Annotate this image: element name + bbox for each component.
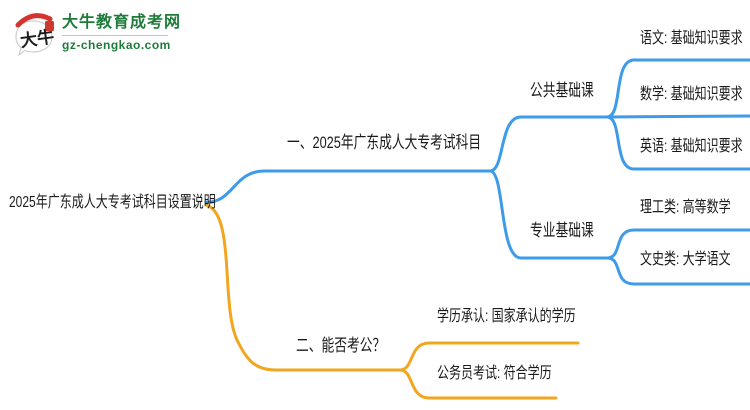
logo-divider [62, 35, 168, 36]
node-major-basic-courses-label: 专业基础课 [530, 221, 594, 240]
leaf-civil-service-exam-label: 公务员考试: 符合学历 [437, 365, 552, 382]
site-logo-link[interactable]: 大牛 大牛教育成考网 gz-chengkao.com [12, 8, 181, 58]
leaf-degree-recognition-label: 学历承认: 国家承认的学历 [437, 308, 576, 325]
leaf-chinese-label: 语文: 基础知识要求 [640, 30, 743, 47]
branch1-exam-subjects-label: 一、2025年广东成人大专考试科目 [287, 133, 482, 152]
site-name: 大牛教育成考网 [62, 14, 182, 31]
leaf-english-label: 英语: 基础知识要求 [640, 138, 743, 155]
daniu-logo-icon: 大牛 [15, 13, 55, 57]
root-node-label: 2025年广东成人大专考试科目设置说明 [9, 194, 216, 211]
leaf-liberal-arts-college-chinese-label: 文史类: 大学语文 [640, 251, 731, 268]
logo-character-text: 大牛 [19, 26, 55, 51]
logo-seal [45, 21, 54, 31]
leaf-math-label: 数学: 基础知识要求 [640, 86, 743, 103]
orange-branch-lines [204, 203, 580, 400]
node-public-basic-courses-label: 公共基础课 [530, 81, 594, 100]
blue-branch-lines [204, 58, 750, 286]
site-url: gz-chengkao.com [62, 38, 171, 52]
leaf-science-advanced-math-label: 理工类: 高等数学 [640, 199, 731, 216]
branch2-civil-service-label: 二、能否考公？ [296, 336, 386, 355]
